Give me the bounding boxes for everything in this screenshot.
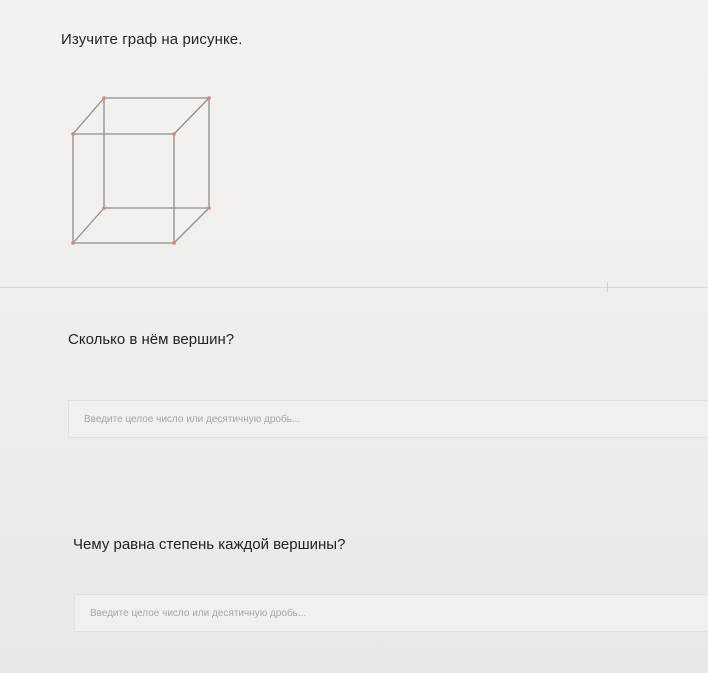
question-vertex-count: Сколько в нём вершин? [68,331,235,348]
vertex-count-input[interactable] [68,400,708,438]
question-vertex-degree: Чему равна степень каждой вершины? [73,536,346,553]
graph-vertices [71,96,211,245]
graph-vertex [71,132,75,136]
graph-vertex [172,132,176,136]
graph-vertex [71,241,75,245]
graph-edges [72,97,210,244]
graph-vertex [102,206,106,210]
graph-vertex [102,96,106,100]
graph-vertex [207,96,211,100]
graph-edge [72,207,105,244]
graph-edge [173,97,210,135]
section-divider [0,287,708,288]
cube-graph-icon [71,96,211,245]
task-instruction: Изучите граф на рисунке. [61,31,243,48]
graph-edge [72,97,105,135]
vertex-degree-input[interactable] [74,594,708,632]
divider-mark [607,282,608,292]
graph-edge [173,207,210,244]
graph-vertex [172,241,176,245]
cube-graph-figure [66,92,218,250]
graph-vertex [207,206,211,210]
